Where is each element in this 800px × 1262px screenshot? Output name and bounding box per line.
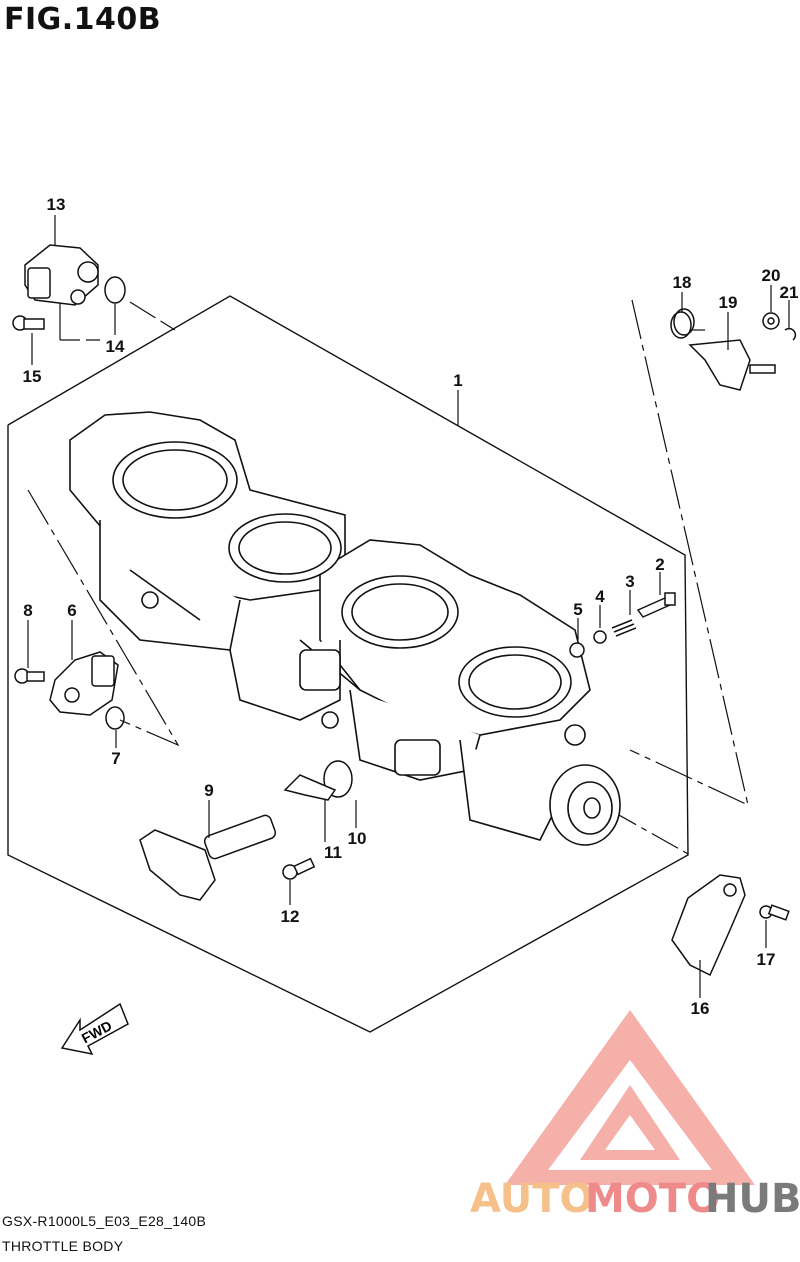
callout-14: 14 <box>106 337 125 356</box>
callout-11: 11 <box>324 843 342 862</box>
callout-5: 5 <box>573 600 582 619</box>
callout-numbers: 1 2 3 4 5 6 7 8 9 10 11 12 13 14 15 16 1… <box>23 195 799 1018</box>
callout-10: 10 <box>348 829 367 848</box>
leader-lines <box>27 215 790 998</box>
callout-2: 2 <box>655 555 664 574</box>
watermark-moto: MOTO <box>585 1176 720 1222</box>
callout-17: 17 <box>757 950 776 969</box>
parts-9-12-sensor <box>139 760 353 901</box>
callout-12: 12 <box>281 907 300 926</box>
parts-2-5-screw-spring <box>569 592 676 658</box>
assembly-frame <box>7 295 689 1033</box>
parts-6-8-sensor <box>14 651 125 730</box>
throttle-body <box>69 411 621 846</box>
callout-20: 20 <box>762 266 781 285</box>
footer-code: GSX-R1000L5_E03_E28_140B <box>2 1213 207 1229</box>
watermark-auto: AUTO <box>470 1176 594 1222</box>
watermark-hub: HUB <box>705 1176 800 1222</box>
parts-18-21-linkage <box>670 308 797 391</box>
callout-7: 7 <box>111 749 120 768</box>
part-15-screw <box>12 315 45 331</box>
callout-13: 13 <box>47 195 66 214</box>
fwd-arrow: FWD <box>60 1002 129 1056</box>
callout-3: 3 <box>625 572 634 591</box>
callout-1: 1 <box>453 371 462 390</box>
callout-9: 9 <box>204 781 213 800</box>
footer-name: THROTTLE BODY <box>2 1238 124 1254</box>
callout-15: 15 <box>23 367 42 386</box>
callout-6: 6 <box>67 601 76 620</box>
callout-19: 19 <box>719 293 738 312</box>
part-13-sensor <box>24 244 126 306</box>
callout-4: 4 <box>595 587 605 606</box>
parts-16-17-bracket <box>671 874 790 977</box>
figure-title: FIG.140B <box>4 2 162 37</box>
callout-8: 8 <box>23 601 32 620</box>
watermark-logo <box>505 1010 755 1185</box>
callout-21: 21 <box>780 283 799 302</box>
callout-18: 18 <box>673 273 692 292</box>
callout-16: 16 <box>691 999 710 1018</box>
watermark-text: AUTO MOTO HUB <box>470 1176 800 1222</box>
